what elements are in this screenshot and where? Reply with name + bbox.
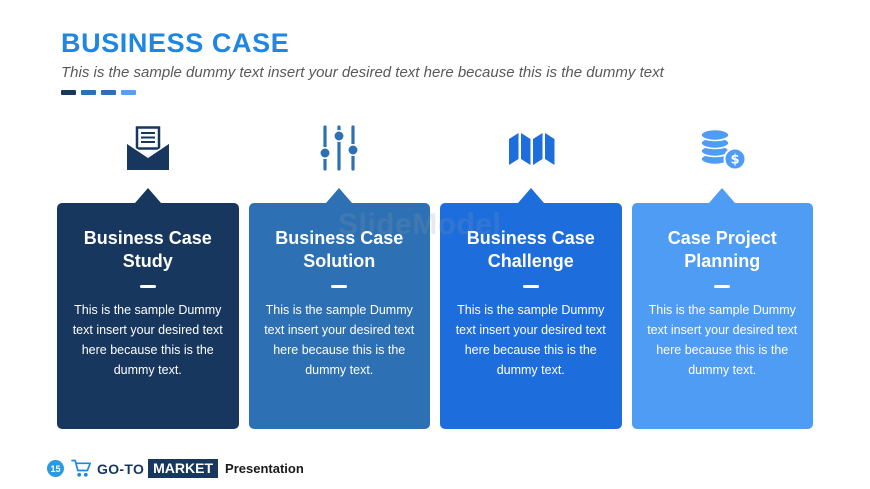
cards-row: Business Case Study This is the sample D…	[57, 108, 813, 429]
card-pointer	[326, 188, 353, 203]
card-column-solution: Business Case Solution This is the sampl…	[248, 108, 431, 429]
card-body: This is the sample Dummy text insert you…	[455, 303, 606, 378]
header: BUSINESS CASE This is the sample dummy t…	[61, 28, 812, 95]
envelope-document-icon	[126, 125, 170, 170]
svg-text:$: $	[731, 153, 740, 168]
card-icon-zone	[57, 108, 239, 188]
accent-dash	[121, 90, 136, 95]
page-number-badge: 15	[47, 460, 64, 477]
card-body: This is the sample Dummy text insert you…	[72, 303, 223, 378]
card-divider	[714, 284, 731, 289]
card-study: Business Case Study This is the sample D…	[57, 203, 239, 429]
coins-icon: $	[700, 128, 747, 171]
brand-logo: GO-TO MARKET Presentation	[71, 459, 304, 478]
page-title: BUSINESS CASE	[61, 28, 290, 58]
card-icon-zone: $	[632, 108, 814, 188]
card-title: Business Case Study	[83, 228, 212, 272]
subtitle: This is the sample dummy text insert you…	[61, 64, 664, 81]
card-solution: Business Case Solution This is the sampl…	[248, 203, 430, 429]
accent-dash	[101, 90, 116, 95]
card-challenge: Business Case Challenge This is the samp…	[440, 203, 622, 429]
accent-dashes	[61, 90, 812, 95]
card-body: This is the sample Dummy text insert you…	[647, 303, 798, 378]
card-column-planning: $ Case Project Planning This is the samp…	[631, 108, 814, 429]
card-title: Business Case Solution	[275, 228, 404, 272]
card-icon-zone	[249, 108, 431, 188]
map-icon	[508, 133, 555, 165]
card-column-challenge: Business Case Challenge This is the samp…	[440, 108, 622, 429]
card-divider	[139, 284, 156, 289]
footer: 15 GO-TO MARKET Presentation	[47, 459, 304, 478]
sliders-icon	[319, 125, 360, 171]
card-icon-zone	[440, 108, 622, 188]
brand-market-label: MARKET	[148, 459, 219, 478]
card-column-study: Business Case Study This is the sample D…	[57, 108, 239, 429]
card-body: This is the sample Dummy text insert you…	[264, 303, 415, 378]
shopping-cart-icon	[71, 459, 92, 477]
card-divider	[522, 284, 539, 289]
card-title: Business Case Challenge	[466, 228, 595, 272]
card-divider	[331, 284, 348, 289]
brand-goto-label: GO-TO	[97, 460, 145, 477]
card-pointer	[134, 188, 161, 203]
brand-suffix-label: Presentation	[225, 461, 304, 476]
accent-dash	[61, 90, 76, 95]
card-pointer	[709, 188, 736, 203]
card-pointer	[517, 188, 544, 203]
accent-dash	[81, 90, 96, 95]
card-title: Case Project Planning	[667, 228, 777, 272]
card-planning: Case Project Planning This is the sample…	[631, 203, 813, 429]
